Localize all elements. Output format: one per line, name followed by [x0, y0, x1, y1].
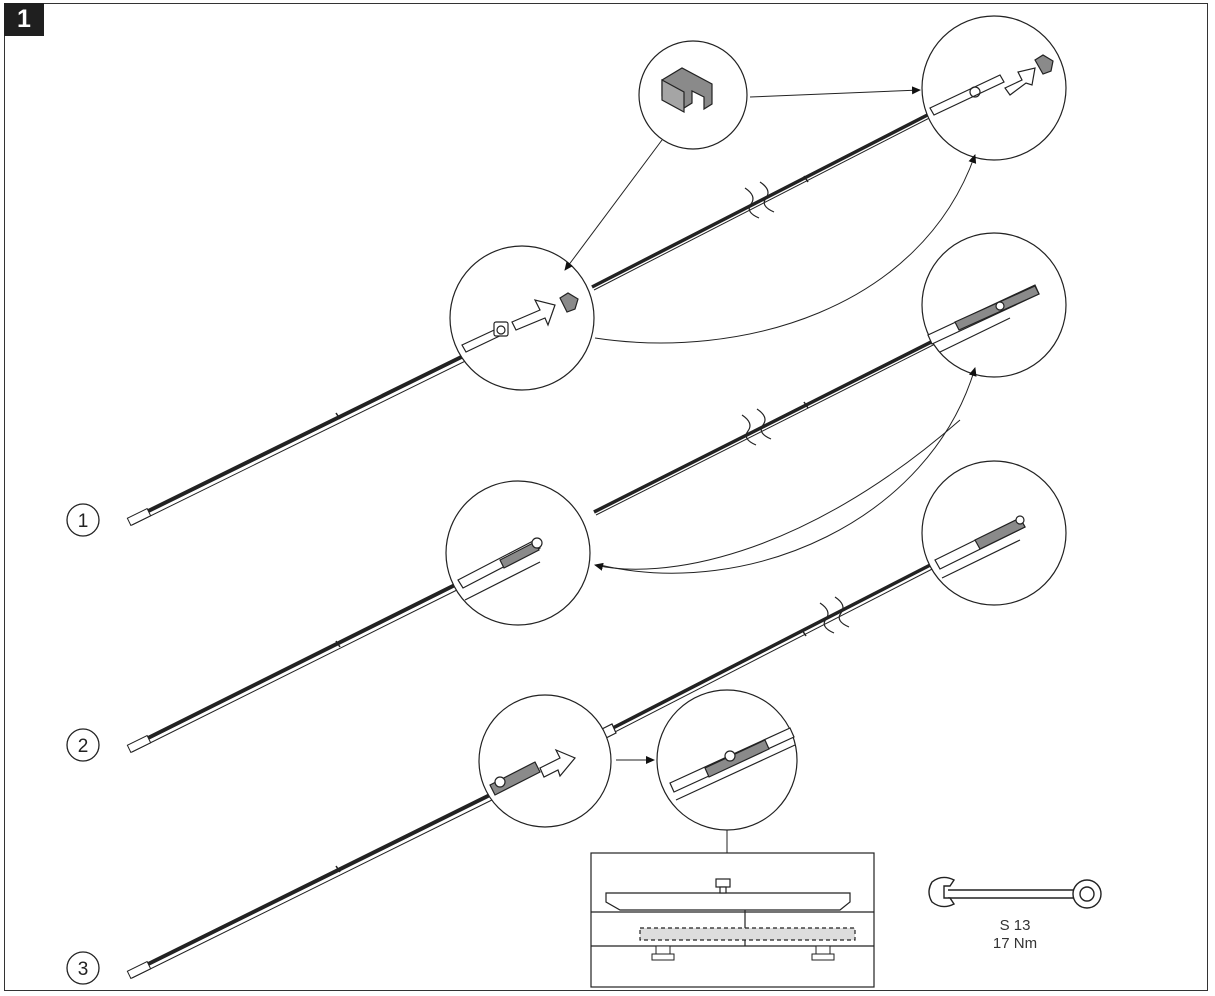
arrows-row-1: [564, 86, 977, 344]
callout-2-label: 2: [78, 736, 89, 757]
callout-3-label: 3: [78, 959, 89, 980]
detail-circle-3c: [656, 689, 798, 831]
callout-1: 1: [66, 503, 100, 537]
diagram-frame: [4, 3, 1208, 991]
detail-circle-1b: [921, 15, 1067, 161]
wrench-icon: [928, 876, 1102, 909]
rail-upper-3: [569, 558, 943, 755]
detail-circle-3b: [921, 460, 1067, 606]
rail-lower-3: [126, 788, 501, 980]
detail-circle-1a: [449, 245, 595, 391]
rail-upper-1: [591, 105, 946, 291]
arrows-row-3: [616, 756, 728, 853]
detail-circle-3a: [478, 694, 612, 828]
break-mark-3: [819, 596, 850, 634]
detail-circle-2a: [445, 480, 591, 626]
rail-lower-1: [126, 336, 501, 527]
rail-lower-2: [126, 573, 476, 754]
break-mark-1: [744, 181, 775, 219]
torque-label: 17 Nm: [993, 935, 1037, 952]
clip-detail-circle: [638, 40, 748, 150]
detail-circle-2b: [921, 232, 1067, 378]
callout-1-label: 1: [78, 511, 89, 532]
step-number: 1: [17, 5, 31, 33]
wrench-size-label: S 13: [1000, 917, 1031, 934]
step-number-badge: 1: [4, 3, 44, 36]
section-detail-box: [590, 852, 875, 988]
break-mark-2: [741, 408, 772, 446]
rail-upper-2: [593, 333, 948, 516]
callout-3: 3: [66, 951, 100, 985]
arrows-row-2: [594, 367, 977, 574]
callout-2: 2: [66, 728, 100, 762]
